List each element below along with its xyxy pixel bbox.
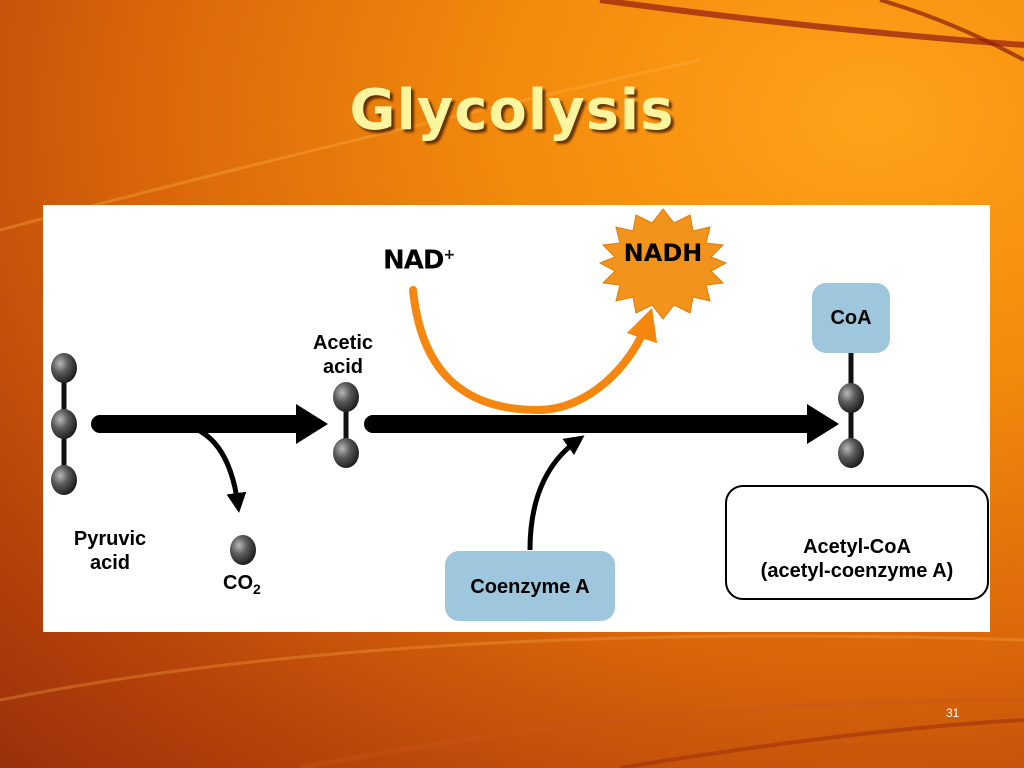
pathway-diagram (51, 208, 864, 565)
coenzyme-a-label: Coenzyme A (470, 576, 590, 598)
acetyl-coa-label: Acetyl-CoA (803, 536, 911, 558)
coenzyme-a-box: Coenzyme A (445, 551, 615, 621)
arrow-nad-to-nadh (409, 286, 658, 415)
nadh-label: NADH (623, 239, 703, 267)
pyruvic-acid-label: Pyruvic acid (73, 528, 147, 574)
pyruvic-acid-molecule (51, 353, 77, 495)
nad-text: NAD (383, 245, 444, 276)
arrow-acetic-to-acetyl-coa (364, 404, 839, 444)
co2-text: CO (223, 572, 253, 594)
arrow-to-co2 (177, 421, 247, 513)
co2-molecule (230, 535, 256, 565)
nadh-burst-shape (598, 208, 728, 320)
coa-label: CoA (830, 307, 872, 329)
co2-subscript: 2 (253, 581, 261, 597)
nad-superscript: + (443, 247, 455, 263)
diagram-panel: NAD+ NADH Acetic acid Pyruvic acid CO2 C… (43, 205, 990, 632)
page-number: 31 (946, 706, 960, 720)
acetyl-coa-box: Acetyl-CoA (acetyl-coenzyme A) (725, 485, 989, 600)
arrow-pyruvic-to-acetic (91, 404, 328, 444)
co2-label: CO2 (223, 571, 273, 601)
acetyl-coa-fullname-label: (acetyl-coenzyme A) (760, 560, 954, 582)
coa-box: CoA (812, 283, 890, 353)
arrow-coenzyme-a (527, 435, 585, 551)
acetic-acid-molecule (333, 382, 359, 468)
acetyl-coa-molecule (838, 345, 864, 468)
slide-title: Glycolysis (349, 78, 675, 143)
nad-plus-label: NAD+ (383, 243, 455, 276)
acetic-acid-label: Acetic acid (312, 332, 374, 378)
